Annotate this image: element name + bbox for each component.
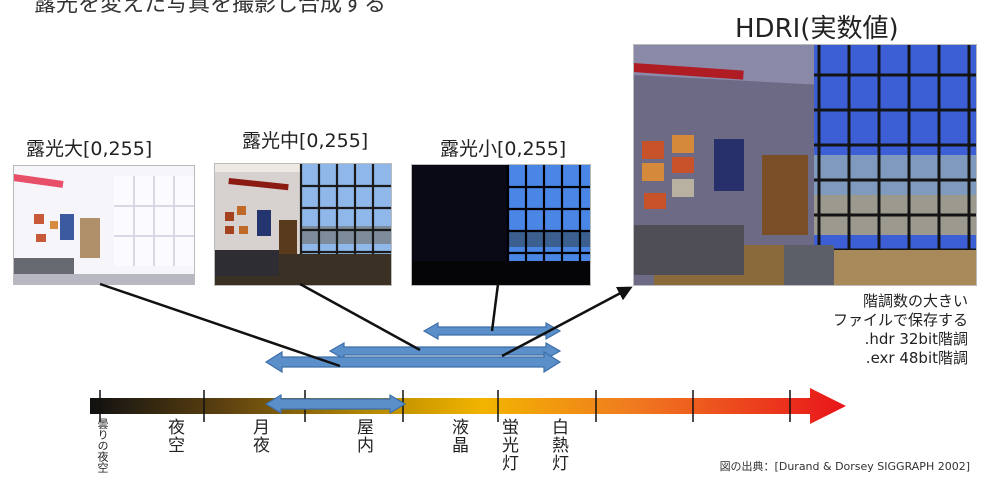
connector-large-exposure: [99, 282, 341, 368]
exposure-small-label: 露光小[0,255]: [440, 138, 567, 160]
range-arrow-large-exposure: [264, 393, 407, 415]
hdri-photo: [633, 44, 977, 286]
scale-ticks: [99, 390, 791, 422]
scale-label-night-sky: 夜空: [164, 418, 184, 454]
luminance-scale-arrow: [90, 388, 846, 424]
hdri-note-line: 階調数の大きい: [862, 292, 968, 310]
underexposed-photo: [411, 164, 591, 286]
overexposed-photo: [13, 165, 195, 285]
page-heading: 露光を変えた写真を撮影し合成する: [34, 0, 387, 17]
medium-exposure-photo: [214, 163, 392, 286]
hdri-note-line: .hdr 32bit階調: [864, 330, 968, 348]
scale-label-moonlight: 月夜: [249, 418, 269, 454]
figure-credit: 図の出典：[Durand & Dorsey SIGGRAPH 2002]: [719, 460, 970, 473]
hdri-title: HDRI(実数値): [735, 14, 899, 44]
scale-label-lcd: 液晶: [448, 418, 468, 454]
connector-to-hdri: [501, 286, 633, 358]
hdri-notes: 階調数の大きい ファイルで保存する .hdr 32bit階調 .exr 48bi…: [833, 292, 968, 368]
hdri-note-line: .exr 48bit階調: [865, 349, 968, 367]
scale-label-indoor: 屋内: [353, 418, 373, 454]
exposure-medium-label: 露光中[0,255]: [242, 130, 369, 152]
connector-small-exposure: [490, 283, 500, 332]
scale-label-incandescent: 白熱灯: [548, 418, 568, 472]
connector-medium-exposure: [299, 282, 421, 352]
exposure-large-label: 露光大[0,255]: [26, 138, 153, 160]
scale-label-fluorescent: 蛍光灯: [498, 418, 518, 472]
hdri-note-line: ファイルで保存する: [832, 311, 968, 329]
scale-label-cloudy-night: 曇りの夜空: [96, 418, 109, 473]
